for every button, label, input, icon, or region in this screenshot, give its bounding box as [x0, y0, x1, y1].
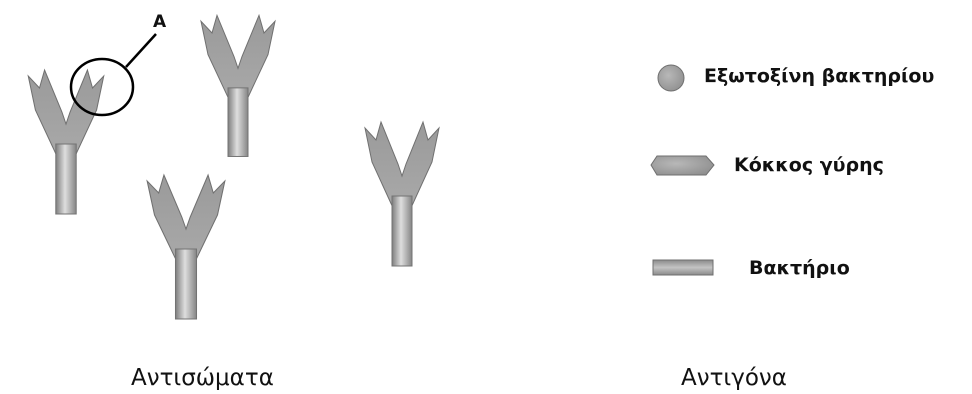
- antibody-3: [147, 175, 225, 319]
- legend-circle-icon: [658, 65, 684, 91]
- legend-label-pollen: Κόκκος γύρης: [734, 154, 884, 176]
- antibody-2: [201, 15, 275, 156]
- caption-antigens: Αντιγόνα: [681, 365, 787, 391]
- antibody-1: [28, 70, 103, 214]
- binding-site-pointer-line: [126, 34, 156, 67]
- marker-label: A: [153, 12, 166, 32]
- legend-label-bacterium: Βακτήριο: [749, 257, 850, 279]
- antibody-4: [365, 122, 439, 266]
- legend-hexagon-icon: [651, 156, 714, 175]
- caption-antibodies: Αντισώματα: [131, 365, 274, 391]
- legend-rectangle-icon: [653, 260, 713, 275]
- legend-label-exotoxin: Εξωτοξίνη βακτηρίου: [704, 65, 934, 87]
